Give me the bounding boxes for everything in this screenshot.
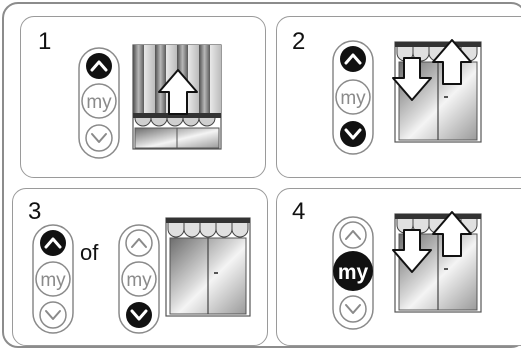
down-button <box>86 125 112 151</box>
awning-window-illustration <box>166 218 250 316</box>
my-button: my <box>82 84 116 118</box>
up-button-active <box>340 46 366 72</box>
down-button-active <box>126 302 152 328</box>
my-label: my <box>126 270 152 291</box>
up-button <box>340 222 366 248</box>
my-label: my <box>40 270 66 291</box>
my-label: my <box>86 92 112 113</box>
down-button <box>340 296 366 322</box>
my-label: my <box>338 261 369 284</box>
down-button <box>40 302 66 328</box>
up-button-active <box>40 230 66 256</box>
my-button-active: my <box>333 251 373 291</box>
awning-retracting-illustration <box>133 45 221 149</box>
up-button-active <box>86 53 112 79</box>
up-button <box>126 230 152 256</box>
my-button: my <box>122 262 156 296</box>
my-button: my <box>336 80 370 114</box>
remote-step-3-b: my <box>119 225 159 333</box>
remote-step-3-a: my <box>33 225 73 333</box>
awning-up-down-illustration <box>393 212 481 312</box>
remote-step-4: my <box>333 217 373 329</box>
awning-up-down-illustration <box>393 40 481 142</box>
down-button-active <box>340 121 366 147</box>
my-button: my <box>36 262 70 296</box>
remote-step-1: my <box>79 48 119 158</box>
my-label: my <box>340 88 366 109</box>
remote-step-2: my <box>333 41 373 154</box>
